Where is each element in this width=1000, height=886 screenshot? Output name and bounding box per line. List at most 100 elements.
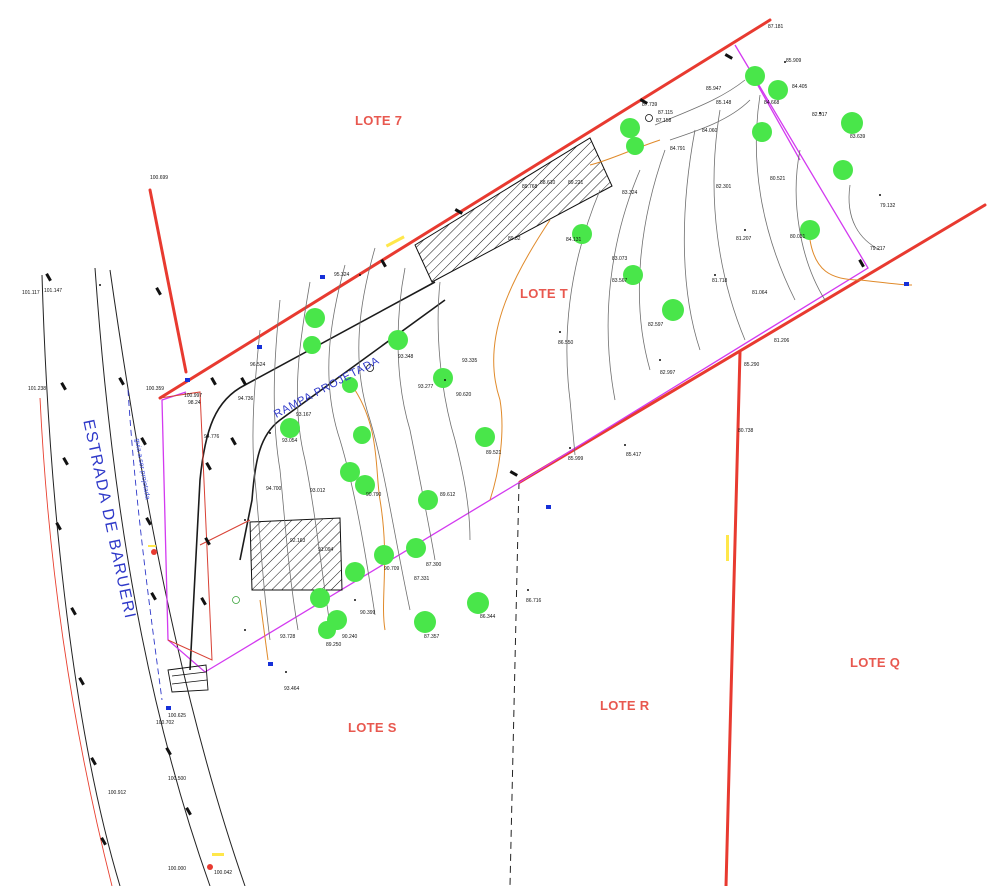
elevation-label: 100.702 — [156, 720, 175, 726]
elevation-label: 82.917 — [812, 112, 828, 118]
elevation-label: 86.550 — [558, 340, 574, 346]
elevation-label: 82.997 — [660, 370, 676, 376]
elevation-label: 100.912 — [108, 790, 127, 796]
driveway-lines — [159, 391, 251, 661]
elevation-label: 85.148 — [716, 100, 732, 106]
elevation-label: 81.207 — [736, 236, 752, 242]
hydrant-icon — [207, 864, 213, 870]
lot-label-lote-s: LOTE S — [348, 720, 397, 735]
blue-marker — [268, 662, 273, 666]
contour-lines — [252, 79, 881, 641]
boundary-markers — [45, 53, 865, 846]
lot-boundary-south — [518, 203, 987, 484]
tree — [623, 265, 643, 285]
elevation-label: 79.217 — [870, 246, 886, 252]
elevation-label: 87.181 — [768, 24, 784, 30]
yellow-marker — [385, 235, 405, 248]
tree — [406, 538, 426, 558]
elevation-label: 93.012 — [310, 488, 326, 494]
small-symbols — [148, 114, 909, 870]
tree — [475, 427, 495, 447]
hatched-area-south — [249, 517, 343, 591]
elevation-label: 95.324 — [334, 272, 350, 278]
lot-boundary-north — [158, 18, 772, 400]
tree — [662, 299, 684, 321]
elevation-label: 87.115 — [658, 110, 673, 116]
target-icon — [366, 364, 374, 372]
elevation-label: 91.094 — [318, 547, 334, 553]
elevation-label: 81.206 — [774, 338, 790, 344]
elevation-label: 96.524 — [250, 362, 266, 368]
tree — [745, 66, 765, 86]
tree — [310, 588, 330, 608]
target-icon — [232, 596, 240, 604]
tree — [841, 112, 863, 134]
lot-boundaries — [148, 18, 987, 886]
elevation-label: 100.500 — [168, 776, 187, 782]
blue-marker — [185, 378, 190, 382]
tree — [414, 611, 436, 633]
elevation-label: 80.738 — [738, 428, 754, 434]
elevation-label: 93.167 — [296, 412, 312, 418]
elevation-label: 94.776 — [204, 434, 220, 440]
lot-boundary-lote-r-q — [724, 350, 742, 886]
hatched-areas — [249, 137, 613, 591]
tree — [388, 330, 408, 350]
elevation-label: 100.042 — [214, 870, 233, 876]
ramp-steps — [167, 664, 209, 693]
elevation-label: 90.790 — [366, 492, 382, 498]
elevation-label: 93.464 — [284, 686, 300, 692]
elevation-label: 84.668 — [764, 100, 780, 106]
elevation-label: 90.620 — [456, 392, 472, 398]
tree — [340, 462, 360, 482]
hatched-area-north — [414, 137, 613, 283]
tree — [355, 475, 375, 495]
elevation-label: 93.277 — [418, 384, 434, 390]
elevation-label: 89.221 — [568, 180, 584, 186]
elevation-label: 83.567 — [612, 278, 628, 284]
elevation-label: 93.335 — [462, 358, 478, 364]
tree — [342, 377, 358, 393]
ramp — [189, 281, 446, 671]
lot-label-lote-7: LOTE 7 — [355, 113, 403, 128]
elevation-label: 79.132 — [880, 203, 896, 209]
tree — [418, 490, 438, 510]
elevation-label: 85.417 — [626, 452, 642, 458]
yellow-marker — [212, 853, 224, 856]
elevation-label: 80.521 — [770, 176, 786, 182]
elevation-label: 101.117 — [22, 290, 40, 296]
elevation-label: 89.768 — [522, 184, 538, 190]
curb-dashed-line — [127, 389, 163, 701]
tree — [833, 160, 853, 180]
lot-boundary-lote7-west — [148, 188, 188, 374]
yellow-marker — [148, 545, 156, 547]
tree — [374, 545, 394, 565]
elevation-label: 86.344 — [480, 614, 496, 620]
elevation-label: 89.82 — [508, 236, 521, 242]
road-edges — [41, 267, 246, 886]
elevation-label: 101.238 — [28, 386, 47, 392]
tree — [345, 562, 365, 582]
elevation-label: 81.064 — [752, 290, 768, 296]
elevation-label: 84.060 — [702, 128, 718, 134]
target-icon — [645, 114, 653, 122]
yellow-marker — [726, 535, 729, 561]
tree — [318, 621, 336, 639]
tree — [280, 418, 300, 438]
blue-marker — [166, 706, 171, 710]
elevation-label: 89.521 — [486, 450, 502, 456]
lot-divider-dashed — [509, 481, 520, 886]
elevation-label: 81.718 — [712, 278, 728, 284]
tree — [768, 80, 788, 100]
blue-marker — [320, 275, 325, 279]
elevation-label: 100.997 — [184, 393, 203, 399]
tree — [572, 224, 592, 244]
elevation-label: 85.947 — [706, 86, 722, 92]
elevation-label: 85.290 — [744, 362, 760, 368]
tree — [433, 368, 453, 388]
tree — [467, 592, 489, 614]
elevation-label: 87.331 — [414, 576, 430, 582]
tree — [620, 118, 640, 138]
elevation-label: 94.700 — [266, 486, 282, 492]
